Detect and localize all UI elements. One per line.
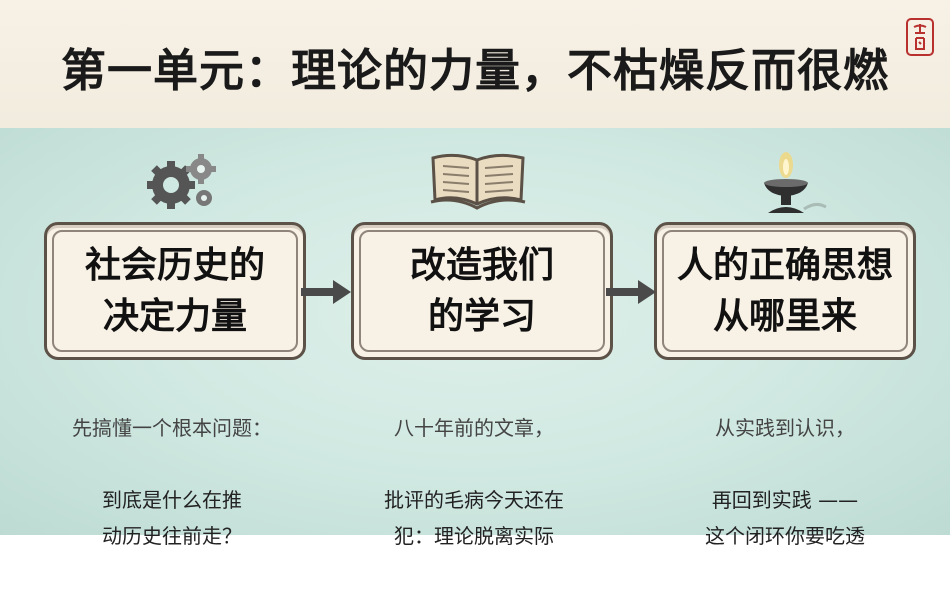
description-body: 到底是什么在推 动历史往前走？ xyxy=(102,488,242,548)
oil-lamp-icon xyxy=(764,152,827,213)
description-body: 再回到实践 —— 这个闭环你要吃透 xyxy=(705,488,865,548)
card-description: 八十年前的文章， 批评的毛病今天还在 犯：理论脱离实际 xyxy=(344,374,604,590)
header-band xyxy=(0,0,950,128)
description-line: 先搞懂一个根本问题： xyxy=(72,416,272,440)
description-line: 八十年前的文章， xyxy=(394,416,554,440)
card-title: 人的正确思想 从哪里来 xyxy=(676,245,893,337)
card-correct-ideas[interactable]: 人的正确思想 从哪里来 xyxy=(654,222,916,360)
description-body: 批评的毛病今天还在 犯：理论脱离实际 xyxy=(384,488,564,548)
page-title: 第一单元：理论的力量，不枯燥反而很燃 xyxy=(60,44,889,97)
card-social-history[interactable]: 社会历史的 决定力量 xyxy=(44,222,306,360)
card-title: 社会历史的 决定力量 xyxy=(84,245,265,337)
card-title: 改造我们 的学习 xyxy=(409,245,554,337)
card-description: 从实践到认识， 再回到实践 —— 这个闭环你要吃透 xyxy=(655,374,915,590)
open-book-icon xyxy=(430,153,526,210)
description-line: 从实践到认识， xyxy=(715,416,855,440)
arrow-right-icon xyxy=(301,280,351,304)
seal-stamp-icon xyxy=(906,18,934,56)
card-reform-study[interactable]: 改造我们 的学习 xyxy=(351,222,613,360)
card-description: 先搞懂一个根本问题： 到底是什么在推 动历史往前走？ xyxy=(42,374,302,590)
arrow-right-icon xyxy=(606,280,656,304)
gears-icon xyxy=(147,154,216,209)
